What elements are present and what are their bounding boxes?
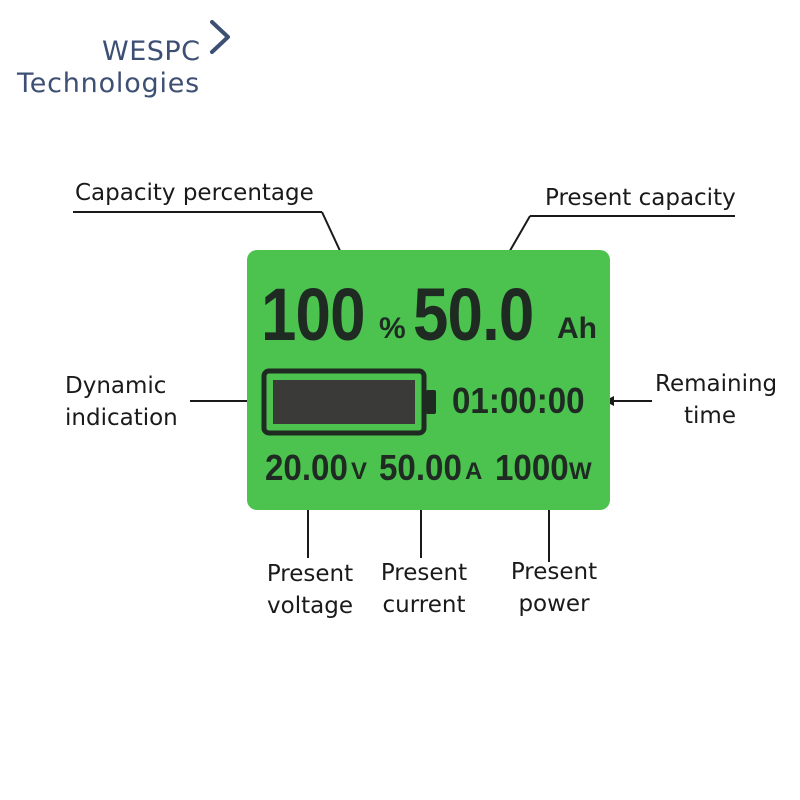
- label-present-voltage-line2: voltage: [267, 593, 353, 619]
- battery-outline: [261, 368, 427, 436]
- power-value: 1000: [495, 447, 569, 488]
- label-present-power-line2: power: [518, 591, 590, 617]
- brand-logo: WESPC Technologies: [0, 0, 260, 110]
- label-present-voltage-line1: Present: [266, 561, 354, 587]
- logo-text-wespc: WESPC: [102, 36, 201, 67]
- voltage-value: 20.00: [265, 447, 348, 488]
- label-present-current: Present current: [372, 557, 476, 621]
- chevron-right-icon: [210, 20, 230, 54]
- power-unit: W: [569, 458, 592, 485]
- label-capacity-percentage: Capacity percentage: [75, 180, 314, 206]
- label-present-capacity: Present capacity: [545, 185, 736, 211]
- label-dynamic-indication: Dynamic indication: [65, 370, 178, 434]
- present-capacity-value: 50.0: [413, 273, 534, 356]
- current-value: 50.00: [379, 447, 462, 488]
- label-remaining-time-line2: time: [684, 403, 736, 429]
- battery-fill: [273, 380, 415, 424]
- current-unit: A: [465, 458, 483, 485]
- remaining-time-value: 01:00:00: [452, 380, 585, 421]
- label-present-power-line1: Present: [510, 559, 598, 585]
- label-dynamic-indication-line2: indication: [65, 405, 178, 431]
- label-dynamic-indication-line1: Dynamic: [65, 373, 167, 399]
- label-remaining-time-line1: Remaining: [655, 371, 778, 397]
- label-present-current-line1: Present: [380, 560, 468, 586]
- battery-icon: [261, 368, 436, 436]
- label-present-power: Present power: [502, 556, 606, 620]
- label-present-voltage: Present voltage: [258, 558, 362, 622]
- present-capacity-unit: Ah: [557, 312, 597, 345]
- voltage-unit: V: [351, 458, 368, 485]
- battery-terminal: [426, 390, 436, 414]
- capacity-percentage-unit: %: [379, 312, 406, 345]
- lcd-display: 100 % 50.0 Ah 01:00:00 20.00 V 50.00 A 1…: [247, 250, 610, 510]
- capacity-percentage-value: 100: [261, 273, 365, 356]
- logo-text-technologies: Technologies: [17, 68, 201, 99]
- label-present-current-line2: current: [382, 592, 466, 618]
- label-remaining-time: Remaining time: [655, 368, 778, 432]
